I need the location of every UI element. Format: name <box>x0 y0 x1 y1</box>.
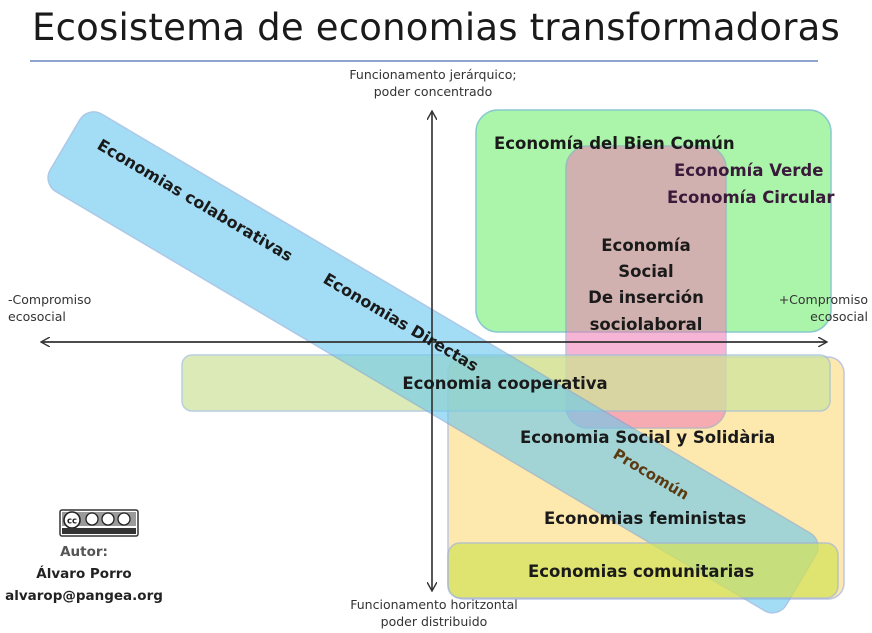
cc-by-nc-sa-icon: cc <box>59 509 139 537</box>
axis-top-line-1: Funcionamento jerárquico; <box>349 67 517 82</box>
label-feministas: Economias feministas <box>544 509 746 528</box>
label-cooperativa: Economia cooperativa <box>402 374 607 393</box>
axis-right-line-2: ecosocial <box>810 309 868 324</box>
region-comunitarias <box>447 542 839 599</box>
axis-top-label: Funcionamento jerárquico; poder concentr… <box>330 66 536 100</box>
label-verde: Economía Verde <box>674 161 823 180</box>
author-label: Autor: <box>60 544 108 560</box>
axis-left-line-1: -Compromiso <box>8 292 92 307</box>
label-social-line-4: sociolaboral <box>590 315 703 334</box>
diagram-title: Ecosistema de economias transformadoras <box>32 6 840 49</box>
axis-right-line-1: +Compromiso <box>778 292 868 307</box>
axis-right-label: +Compromiso ecosocial <box>779 291 868 325</box>
axis-bottom-line-2: poder distribuido <box>380 614 488 629</box>
label-social-solidaria: Economia Social y Solidària <box>520 428 775 447</box>
axis-top-line-2: poder concentrado <box>373 84 493 99</box>
label-circular: Economía Circular <box>667 188 835 207</box>
axis-bottom-label: Funcionamento horitzontal poder distribu… <box>322 596 546 630</box>
axis-bottom-line-1: Funcionamento horitzontal <box>350 597 518 612</box>
axis-left-line-2: ecosocial <box>8 309 66 324</box>
label-comunitarias: Economias comunitarias <box>528 562 754 581</box>
label-bien-comun: Economía del Bien Común <box>494 134 735 153</box>
label-social-line-2: Social <box>618 262 673 281</box>
title-underline <box>30 60 818 62</box>
author-name: Álvaro Porro <box>36 566 132 582</box>
label-social-line-1: Economía <box>601 236 690 255</box>
axis-left-label: -Compromiso ecosocial <box>8 291 91 325</box>
label-social-line-3: De inserción <box>588 288 704 307</box>
author-email: alvarop@pangea.org <box>5 588 163 604</box>
svg-text:cc: cc <box>67 517 77 527</box>
